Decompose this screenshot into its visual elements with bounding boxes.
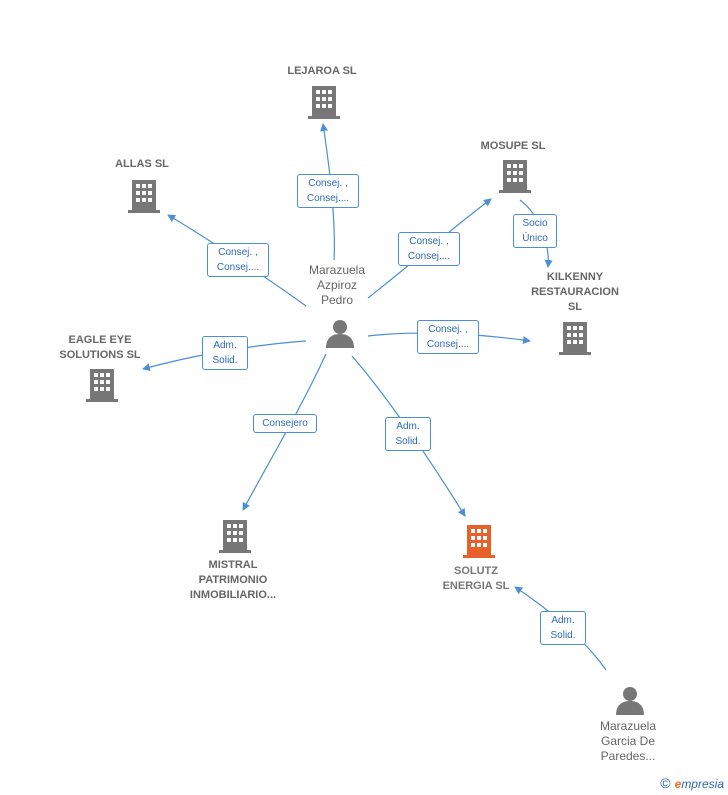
building-icon-lejaroa <box>308 86 340 119</box>
company-label-allas[interactable]: ALLAS SL <box>115 158 169 170</box>
edge-label-eagle[interactable]: Adm. Solid. <box>202 336 248 370</box>
company-label-lejaroa[interactable]: LEJAROA SL <box>287 65 357 77</box>
company-label-eagle[interactable]: EAGLE EYE SOLUTIONS SL <box>59 334 141 361</box>
company-label-mosupe[interactable]: MOSUPE SL <box>480 140 546 152</box>
building-icon-eagle <box>86 369 118 402</box>
edge-label-allas[interactable]: Consej. , Consej.... <box>207 243 269 277</box>
edge-label-mistral[interactable]: Consejero <box>253 414 317 433</box>
edge-label-kilkenny[interactable]: Consej. , Consej.... <box>417 320 479 354</box>
edge-label-socio[interactable]: Socio Único <box>513 214 557 248</box>
person-label-second[interactable]: Marazuela Garcia De Paredes... <box>599 719 657 763</box>
edge-line-mistral <box>242 353 327 511</box>
person-icon-main <box>326 320 354 348</box>
company-label-solutz[interactable]: SOLUTZ ENERGIA SL <box>442 565 510 592</box>
brand-logo-letter: e <box>674 777 682 791</box>
person-icon-second <box>616 687 644 715</box>
building-icon-mistral <box>219 520 251 553</box>
person-label-main[interactable]: Marazuela Azpiroz Pedro <box>308 263 366 307</box>
brand-name: mpresia <box>681 777 724 791</box>
brand-footer: ©empresia <box>660 775 724 791</box>
edge-label-solutz[interactable]: Adm. Solid. <box>385 417 431 451</box>
copyright-icon: © <box>660 775 671 791</box>
building-icon-solutz <box>463 525 495 558</box>
building-icon-allas <box>128 180 160 213</box>
company-label-kilkenny[interactable]: KILKENNY RESTAURACION SL <box>531 271 619 313</box>
building-icon-kilkenny <box>559 322 591 355</box>
building-icon-mosupe <box>499 160 531 193</box>
edge-label-mosupe[interactable]: Consej. , Consej.... <box>398 232 460 266</box>
edge-label-lejaroa[interactable]: Consej. , Consej.... <box>297 174 359 208</box>
edge-label-second[interactable]: Adm. Solid. <box>540 611 586 645</box>
company-label-mistral[interactable]: MISTRAL PATRIMONIO INMOBILIARIO... <box>189 559 277 601</box>
